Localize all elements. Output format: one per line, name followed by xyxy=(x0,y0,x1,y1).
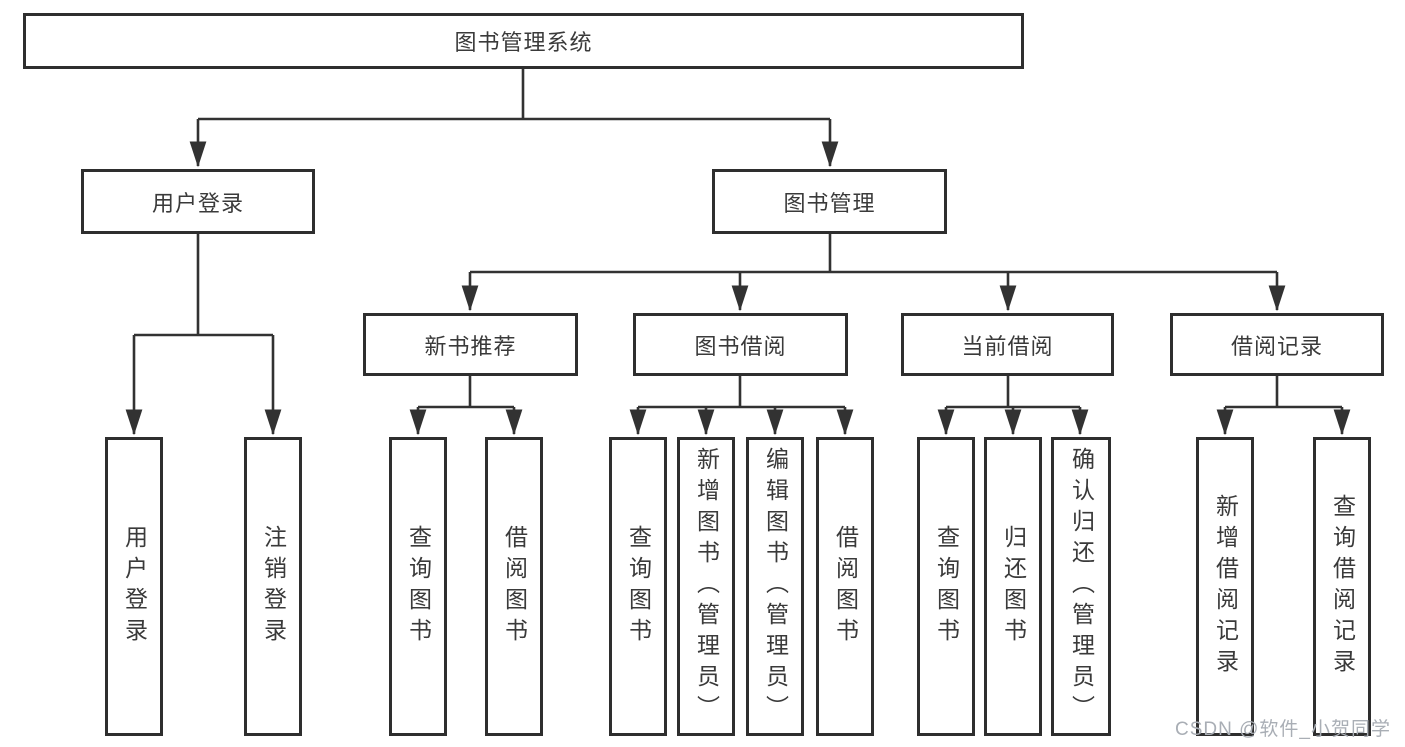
node-new-book-recommend: 新书推荐 xyxy=(363,313,578,376)
node-leaf-add-book-admin-label: 新增图书（管理员） xyxy=(693,447,720,726)
node-leaf-borrow-book-2-label: 借阅图书 xyxy=(832,524,859,649)
node-book-management-label: 图书管理 xyxy=(783,190,876,216)
node-leaf-borrow-book-2: 借阅图书 xyxy=(816,437,874,736)
node-leaf-return-book-label: 归还图书 xyxy=(1000,524,1027,649)
node-leaf-query-book-2: 查询图书 xyxy=(609,437,667,736)
node-leaf-add-borrow-record: 新增借阅记录 xyxy=(1196,437,1254,736)
node-leaf-query-book-1: 查询图书 xyxy=(389,437,447,736)
node-user-login: 用户登录 xyxy=(81,169,315,234)
node-leaf-logout-label: 注销登录 xyxy=(260,524,287,649)
node-book-management: 图书管理 xyxy=(712,169,947,234)
node-book-borrow: 图书借阅 xyxy=(633,313,848,376)
node-leaf-query-book-3-label: 查询图书 xyxy=(933,524,960,649)
node-leaf-user-login-label: 用户登录 xyxy=(121,524,148,649)
node-leaf-user-login: 用户登录 xyxy=(105,437,163,736)
node-borrow-record-label: 借阅记录 xyxy=(1230,333,1323,359)
node-leaf-query-borrow-record: 查询借阅记录 xyxy=(1313,437,1371,736)
node-leaf-query-book-1-label: 查询图书 xyxy=(405,524,432,649)
csdn-watermark: CSDN @软件_小贺同学 xyxy=(1175,719,1391,740)
node-leaf-confirm-return-admin-label: 确认归还（管理员） xyxy=(1068,447,1095,726)
node-leaf-borrow-book-1-label: 借阅图书 xyxy=(501,524,528,649)
node-leaf-edit-book-admin: 编辑图书（管理员） xyxy=(746,437,804,736)
node-current-borrow: 当前借阅 xyxy=(901,313,1114,376)
node-leaf-query-book-2-label: 查询图书 xyxy=(625,524,652,649)
node-root-system-label: 图书管理系统 xyxy=(454,30,593,55)
node-leaf-logout: 注销登录 xyxy=(244,437,302,736)
node-current-borrow-label: 当前借阅 xyxy=(961,333,1054,359)
node-root-system: 图书管理系统 xyxy=(23,13,1024,69)
node-leaf-edit-book-admin-label: 编辑图书（管理员） xyxy=(762,447,789,726)
node-leaf-confirm-return-admin: 确认归还（管理员） xyxy=(1051,437,1111,736)
node-new-book-recommend-label: 新书推荐 xyxy=(424,333,517,359)
node-leaf-add-book-admin: 新增图书（管理员） xyxy=(677,437,735,736)
node-book-borrow-label: 图书借阅 xyxy=(694,333,787,359)
node-leaf-query-book-3: 查询图书 xyxy=(917,437,975,736)
node-leaf-borrow-book-1: 借阅图书 xyxy=(485,437,543,736)
node-leaf-return-book: 归还图书 xyxy=(984,437,1042,736)
node-leaf-query-borrow-record-label: 查询借阅记录 xyxy=(1329,493,1356,680)
node-borrow-record: 借阅记录 xyxy=(1170,313,1384,376)
node-user-login-label: 用户登录 xyxy=(151,190,244,216)
node-leaf-add-borrow-record-label: 新增借阅记录 xyxy=(1212,493,1239,680)
